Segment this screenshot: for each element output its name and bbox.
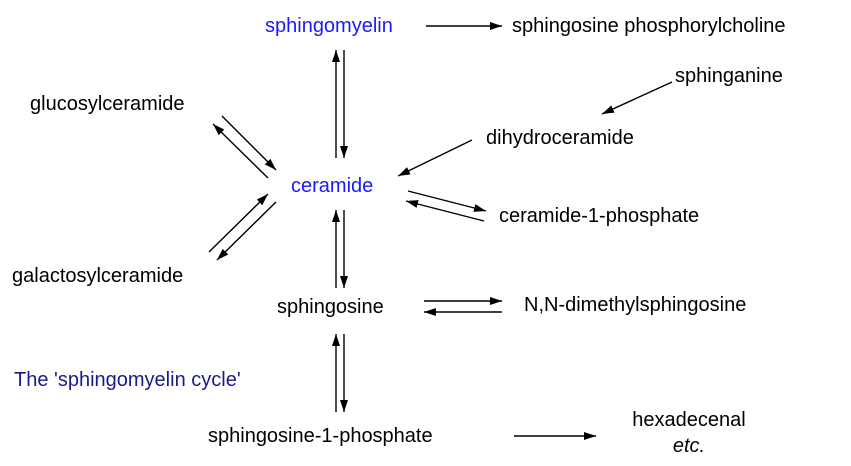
arrow-ceramide-1-phosphate-to-ceramide — [405, 200, 485, 222]
node-ceramide-1-phosphate: ceramide-1-phosphate — [499, 205, 700, 227]
node-etc: etc. — [672, 435, 706, 457]
arrow-sphinganine-to-dihydroceramide — [601, 81, 673, 115]
node-sphingosine-phosphorylcholine: sphingosine phosphorylcholine — [512, 15, 786, 37]
node-n-n-dimethylsphingosine: N,N-dimethylsphingosine — [524, 294, 747, 316]
arrow-galactosylceramide-to-ceramide — [208, 193, 269, 253]
node-hexadecenal: hexadecenal — [632, 409, 746, 431]
arrow-ceramide-to-galactosylceramide — [216, 201, 277, 261]
node-dihydroceramide: dihydroceramide — [486, 127, 634, 149]
arrow-ceramide-to-ceramide-1-phosphate — [407, 190, 487, 212]
node-sphinganine: sphinganine — [675, 65, 783, 87]
node-sphingosine-1-phosphate: sphingosine-1-phosphate — [208, 425, 433, 447]
node-ceramide: ceramide — [291, 175, 374, 197]
arrow-glucosylceramide-to-ceramide — [221, 115, 277, 171]
node-glucosylceramide: glucosylceramide — [30, 93, 185, 115]
node-sphingomyelin: sphingomyelin — [265, 15, 393, 37]
node-sphingosine: sphingosine — [277, 296, 384, 318]
node-galactosylceramide: galactosylceramide — [12, 265, 184, 287]
arrow-dihydroceramide-to-ceramide — [397, 139, 473, 177]
diagram-caption: The 'sphingomyelin cycle' — [14, 369, 241, 391]
arrow-ceramide-to-glucosylceramide — [212, 123, 269, 179]
